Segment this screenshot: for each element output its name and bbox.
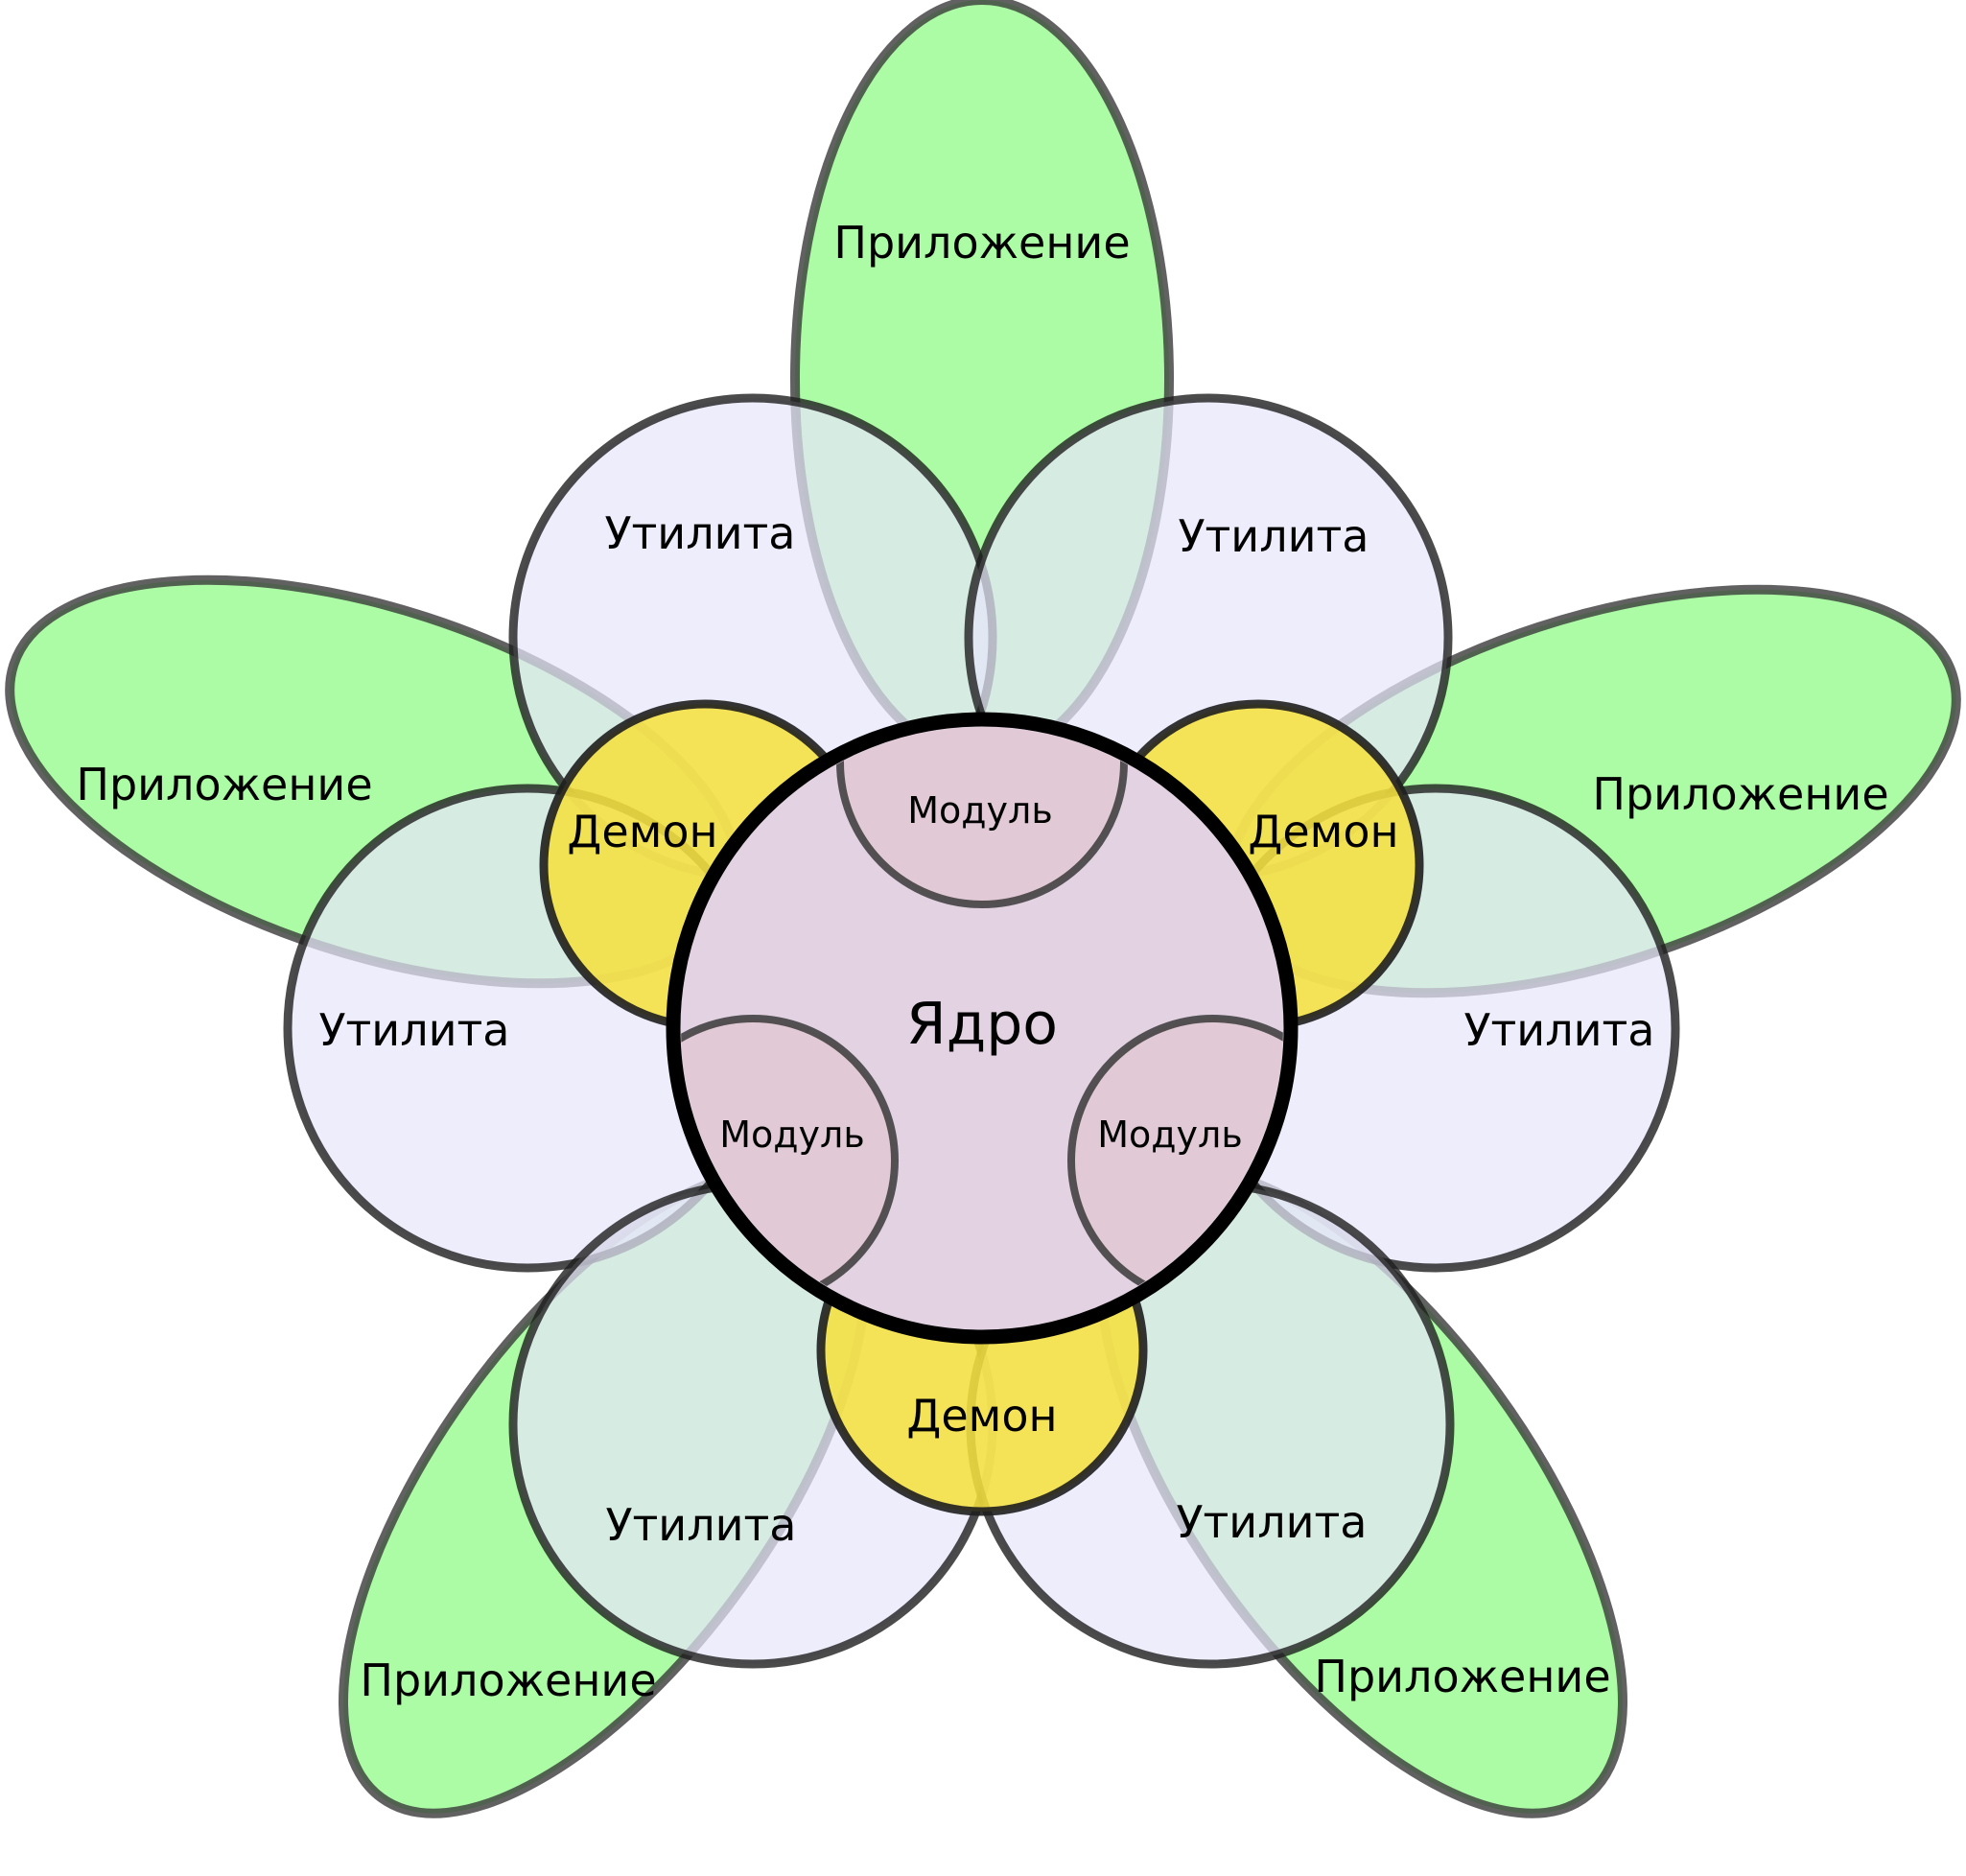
labels-layer: Приложение Приложение Приложение Приложе… <box>76 217 1888 1706</box>
daemon-label: Демон <box>567 806 717 857</box>
daemon-label: Демон <box>906 1390 1057 1442</box>
utility-label: Утилита <box>604 507 795 559</box>
daemon-label: Демон <box>1248 806 1398 857</box>
module-label: Модуль <box>907 789 1052 832</box>
utility-label: Утилита <box>1176 1496 1367 1548</box>
application-label: Приложение <box>76 759 372 810</box>
module-label: Модуль <box>1097 1114 1242 1156</box>
utility-label: Утилита <box>318 1004 509 1056</box>
kernel-label: Ядро <box>906 991 1058 1058</box>
utility-label: Утилита <box>605 1499 796 1551</box>
module-label: Модуль <box>719 1114 864 1156</box>
application-label: Приложение <box>833 217 1130 269</box>
application-label: Приложение <box>1314 1651 1610 1702</box>
application-label: Приложение <box>360 1654 656 1706</box>
application-label: Приложение <box>1592 768 1888 820</box>
utility-label: Утилита <box>1178 510 1369 562</box>
utility-label: Утилита <box>1463 1004 1654 1056</box>
